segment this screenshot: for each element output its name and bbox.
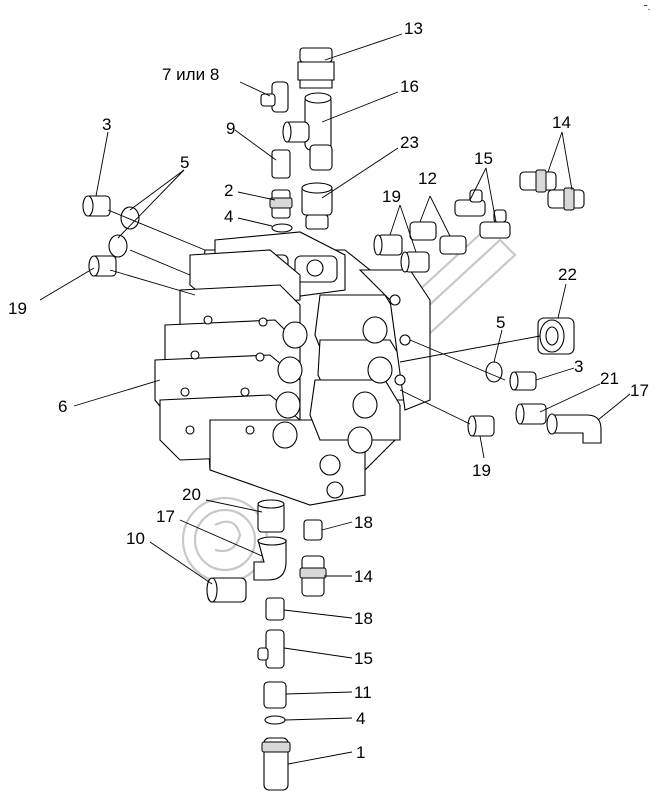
part-4-seal-lower xyxy=(264,715,286,725)
part-2-fitting xyxy=(269,189,293,219)
callout-7-or-8: 7 или 8 xyxy=(162,65,219,84)
part-21-fitting xyxy=(515,403,547,425)
part-22-fitting xyxy=(537,317,575,355)
callout-3-left: 3 xyxy=(102,115,111,134)
part-12-fittings xyxy=(409,221,467,255)
callout-labels: 13 7 или 8 16 9 23 3 5 2 4 19 19 12 15 1… xyxy=(8,4,651,762)
part-16-tee xyxy=(282,92,333,171)
callout-15-lower: 15 xyxy=(354,649,373,668)
part-3-plug-right xyxy=(509,371,537,391)
callout-19-lower: 19 xyxy=(472,461,491,480)
callout-23: 23 xyxy=(400,133,419,152)
part-5-ring-left-lower xyxy=(108,234,128,258)
part-20-fitting xyxy=(257,499,285,533)
callout-6: 6 xyxy=(58,397,67,416)
part-10-fitting xyxy=(206,577,247,603)
callout-19-left: 19 xyxy=(8,299,27,318)
part-17-elbow-right xyxy=(546,413,602,444)
callout-17-bottom: 17 xyxy=(156,507,175,526)
leader-lines xyxy=(39,33,631,765)
callout-2: 2 xyxy=(224,181,233,200)
callout-9: 9 xyxy=(226,119,235,138)
part-17-elbow-bottom xyxy=(253,536,287,581)
callout-4-lower: 4 xyxy=(356,709,365,728)
part-19-fittings-upper-right xyxy=(373,234,430,273)
callout-18-upper: 18 xyxy=(354,513,373,532)
callout-20: 20 xyxy=(182,485,201,504)
callout-15-upper: 15 xyxy=(474,149,493,168)
callout-10: 10 xyxy=(126,529,145,548)
part-11-fitting xyxy=(263,681,287,709)
part-4-seal xyxy=(271,223,293,233)
part-7-or-8-tee xyxy=(260,81,289,113)
part-15-tee-lower xyxy=(257,629,285,669)
part-14-fittings-upper xyxy=(519,169,585,211)
callout-5-left: 5 xyxy=(180,153,189,172)
valve-block xyxy=(154,231,431,506)
part-19-fitting-lower xyxy=(467,415,495,437)
callout-22: 22 xyxy=(558,265,577,284)
part-14-fitting-lower xyxy=(299,555,327,597)
callout-4-upper: 4 xyxy=(224,207,233,226)
part-1-sensor xyxy=(261,737,291,791)
callout-19-upper-right: 19 xyxy=(382,187,401,206)
corner-mark: ˜· xyxy=(643,4,651,15)
part-3-plug-left xyxy=(82,195,111,217)
callout-21: 21 xyxy=(600,369,619,388)
callout-18-lower: 18 xyxy=(354,609,373,628)
callout-1: 1 xyxy=(356,743,365,762)
part-18-fitting-lower xyxy=(265,597,285,621)
callout-13: 13 xyxy=(404,19,423,38)
callout-16: 16 xyxy=(400,77,419,96)
part-18-fitting-upper xyxy=(303,519,323,541)
part-15-tees-upper xyxy=(454,189,511,239)
part-5-ring-left-upper xyxy=(120,206,140,230)
part-19-fitting-left xyxy=(88,255,117,277)
callout-5-right: 5 xyxy=(496,313,505,332)
callout-14-lower: 14 xyxy=(354,567,373,586)
part-13-adapter xyxy=(297,47,335,89)
callout-11: 11 xyxy=(354,683,372,702)
callout-12: 12 xyxy=(418,169,437,188)
callout-3-right: 3 xyxy=(574,357,583,376)
callout-14-upper: 14 xyxy=(552,113,571,132)
part-5-ring-right xyxy=(485,361,503,383)
callout-17-right: 17 xyxy=(630,381,649,400)
part-23-fitting xyxy=(301,182,333,230)
part-9-nipple xyxy=(271,149,291,179)
